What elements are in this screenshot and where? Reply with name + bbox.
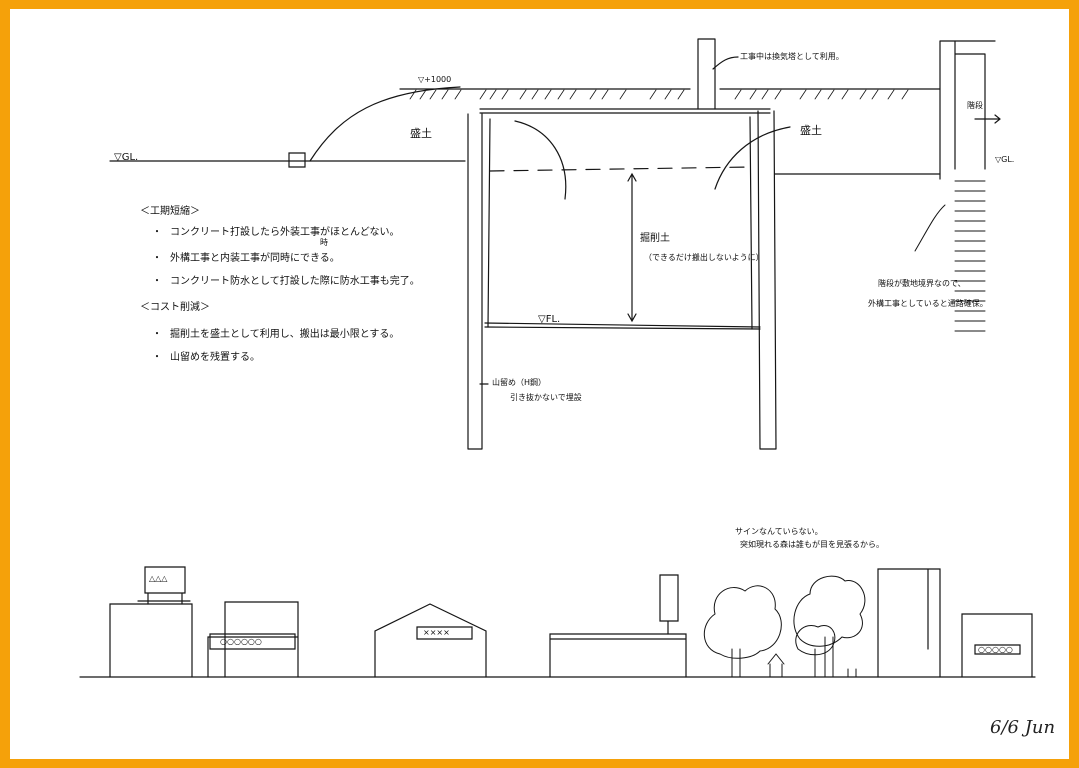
fill-left-label: 盛土 (410, 127, 432, 140)
tree-3-canopy (795, 625, 836, 656)
sign-1-board (137, 566, 191, 605)
sign-4-text: ○○○○○ (978, 645, 1013, 654)
left-wall-pile (467, 113, 491, 450)
tree-1-canopy (703, 585, 782, 659)
retaining-note: 引き抜かないで埋設 (510, 393, 582, 402)
sign-3-text: ×××× (423, 628, 450, 637)
fill-arrow-left (514, 120, 567, 200)
retaining-label: 山留め（H鋼） (492, 378, 547, 387)
fill-right-label: 盛土 (800, 124, 822, 137)
street-elevation (79, 566, 1036, 678)
street-note-1: サインなんていらない。 (735, 527, 823, 536)
schedule-item: ・コンクリート防水として打設した際に防水工事も完了。 (152, 276, 420, 287)
building-1 (109, 603, 193, 678)
schedule-item: ・外構工事と内装工事が同時にできる。 (152, 253, 340, 264)
cost-heading: ＜コスト削減＞ (140, 302, 210, 313)
small-hut (767, 653, 785, 678)
sign-4-tower (659, 574, 679, 635)
tower-note: 工事中は換気塔として利用。 (740, 52, 844, 61)
gl-right-label: ▽GL. (995, 155, 1015, 164)
building-6 (961, 613, 1033, 678)
tower-leader (712, 56, 739, 70)
right-wall-pile (749, 110, 777, 450)
gl-dashed-line (489, 166, 751, 172)
mound-level-label: ▽+1000 (418, 75, 452, 84)
tree-2-canopy (793, 575, 866, 647)
sign-2-board (209, 633, 296, 650)
tree-2-trunk (824, 636, 834, 678)
sketch-sheet: ▽GL. ▽+1000 盛土 盛土 掘削土 （できるだけ搬出しないように） ▽F… (10, 9, 1069, 759)
sign-2-text: ○○○○○○ (220, 637, 262, 646)
ventilation-tower (697, 38, 1001, 180)
excavation-dimension (627, 172, 637, 323)
hatch-marks (409, 89, 909, 100)
gl-left-label: ▽GL. (114, 152, 139, 163)
schedule-heading: ＜工期短縮＞ (140, 206, 200, 217)
building-2 (207, 601, 299, 678)
stairs-note-2: 外構工事としていると通路確保。 (868, 299, 988, 308)
ground-section (109, 86, 941, 175)
sign-1-text: △△△ (149, 574, 168, 583)
tower-arrow (974, 114, 1001, 124)
stairs-label: 階段 (967, 101, 983, 110)
tree-cluster (703, 575, 866, 678)
sketch-drawing (79, 38, 1036, 678)
signature: 6/6 Jun (990, 717, 1056, 738)
schedule-overwrite: 時 (320, 238, 328, 247)
building-floor (484, 322, 761, 330)
underground-building (467, 108, 791, 450)
tree-1-trunk (731, 648, 741, 678)
excavation-label: 掘削土 (640, 233, 670, 244)
building-5 (877, 568, 941, 678)
building-4 (549, 633, 687, 678)
street-note-2: 突如現れる森は誰もが目を見張るから。 (740, 540, 884, 549)
stairs (914, 180, 986, 332)
building-3 (374, 603, 487, 678)
stairs-leader (914, 204, 946, 252)
excavation-note: （できるだけ搬出しないように） (644, 253, 764, 262)
small-post (847, 668, 857, 678)
stairs-note-1: 階段が敷地境界なので、 (878, 279, 966, 288)
fl-label: ▽FL. (538, 314, 561, 325)
small-box (288, 152, 306, 168)
tower-right-tower (939, 40, 996, 180)
cost-item: ・山留めを残置する。 (152, 352, 260, 363)
sign-3-board (416, 626, 473, 640)
tower-left-tower (697, 38, 716, 110)
cost-item: ・掘削土を盛土として利用し、搬出は最小限とする。 (152, 329, 400, 340)
building-top (479, 108, 771, 114)
fill-arrow-right (714, 126, 791, 190)
schedule-item: ・コンクリート打設したら外装工事がほとんどない。 (152, 227, 400, 238)
mound-curve (309, 86, 461, 162)
